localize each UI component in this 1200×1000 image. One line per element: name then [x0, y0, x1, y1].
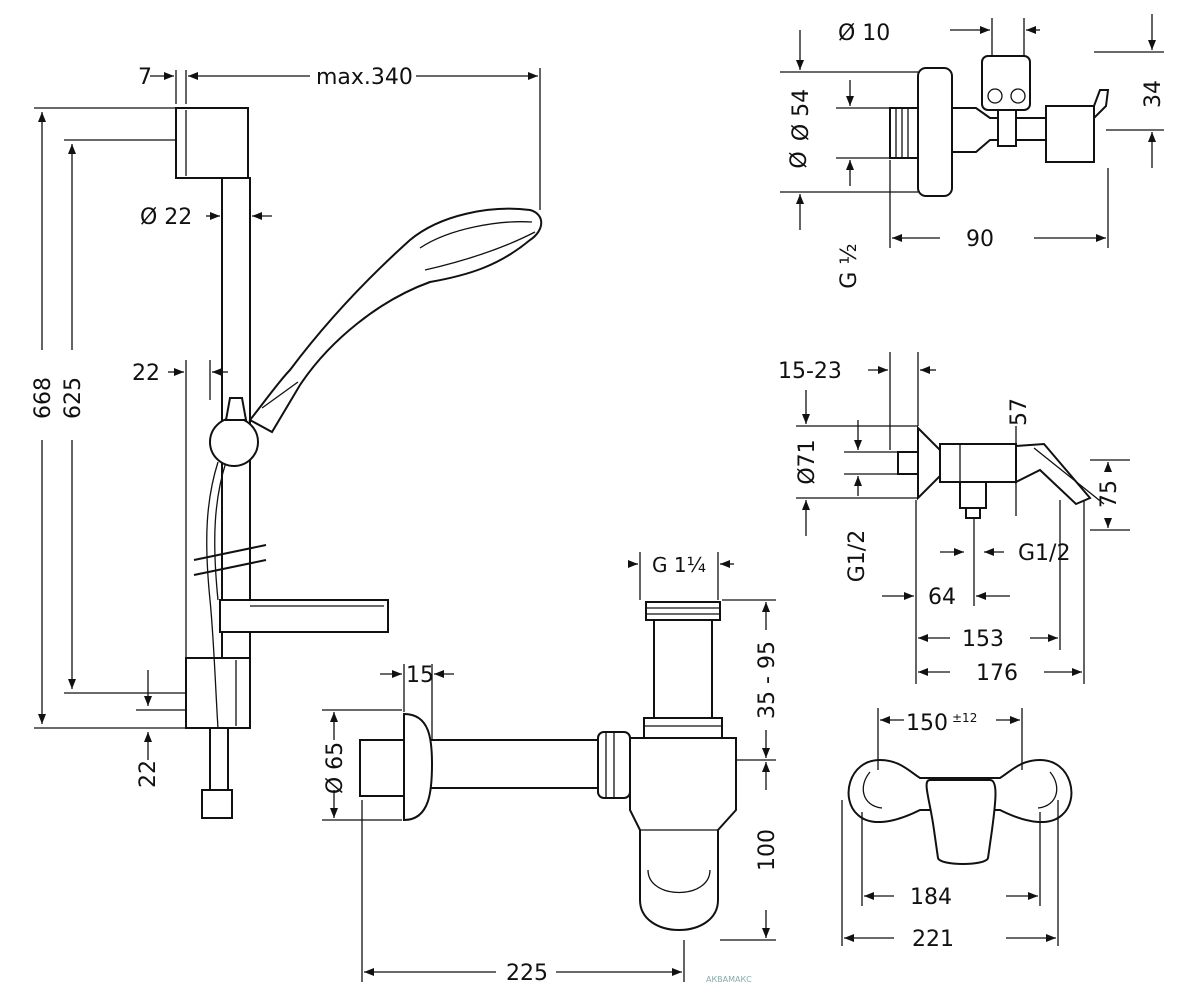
dim-mixer-thread-left: G1/2	[845, 530, 870, 582]
mixer-body	[939, 443, 1017, 483]
dim-valve-height: 34	[1141, 80, 1166, 108]
siphon-rosette	[403, 712, 434, 822]
dim-siphon-thread: G 1¼	[652, 553, 706, 577]
mixer-front-lever	[925, 779, 997, 865]
top-wall-bracket	[175, 107, 249, 179]
dim-bar-diameter: Ø 22	[140, 205, 192, 230]
valve-thread	[889, 107, 919, 159]
dim-mixer-depth-inner: 153	[962, 627, 1004, 652]
slider-knob	[209, 417, 259, 467]
dim-mixer-outer-width: 221	[912, 927, 954, 952]
dim-slider-offset: 22	[132, 361, 160, 386]
mixer-side-drawing: 15-23 Ø71 G1/2 57 75 G1/2 64 153	[778, 352, 1130, 686]
dim-mixer-wall-gap: 15-23	[778, 359, 842, 384]
dim-mount-spacing: 625	[61, 377, 86, 419]
dim-siphon-adjust: 35 - 95	[755, 641, 780, 719]
dim-max-reach: max.340	[316, 65, 413, 90]
dim-mixer-height: 75	[1097, 480, 1122, 508]
hose-connector	[201, 789, 233, 819]
mixer-rosette	[917, 425, 941, 501]
siphon-vertical-pipe	[653, 619, 713, 719]
dim-valve-length: 90	[966, 227, 994, 252]
watermark: АКВАМАКС	[706, 975, 752, 984]
dim-valve-outlet: Ø 10	[838, 21, 890, 46]
siphon-cup	[629, 737, 737, 931]
dim-siphon-flange: 15	[406, 663, 434, 688]
siphon-drawing: G 1¼ 15 Ø 65 35 - 95 100 225	[322, 552, 780, 986]
dim-valve-rosette: Ø 54	[789, 89, 814, 141]
shower-set-drawing: 7 max.340 Ø 22 22 668 625 22	[31, 65, 543, 819]
dim-valve-rosette-symbol: Ø	[787, 151, 812, 168]
dim-mixer-angle: 57	[1007, 398, 1032, 426]
dim-wall-offset: 7	[138, 65, 152, 90]
valve-outlet	[1045, 105, 1095, 163]
dim-valve-thread: G ½	[837, 243, 862, 288]
dim-total-height: 668	[31, 377, 56, 419]
dim-mixer-depth-outer: 176	[976, 661, 1018, 686]
dim-mixer-rosette: Ø71	[795, 439, 820, 484]
angle-valve-drawing: Ø 10 Ø 54 Ø G ½ 34 90	[780, 14, 1166, 289]
bottom-wall-bracket	[185, 657, 251, 729]
dim-mixer-inner-width: 184	[910, 885, 952, 910]
dim-bottom: 22	[136, 760, 161, 788]
siphon-top-thread	[645, 601, 721, 621]
dim-mixer-centers-tol: ±12	[952, 711, 977, 725]
hand-shower	[248, 207, 543, 434]
soap-dish	[219, 599, 389, 633]
valve-rosette	[917, 67, 953, 197]
siphon-wall-tube	[359, 739, 405, 797]
dim-mixer-spout: 64	[928, 585, 956, 610]
dim-siphon-length: 225	[506, 961, 548, 986]
dim-siphon-cup: 100	[755, 829, 780, 871]
dim-siphon-rosette: Ø 65	[323, 742, 348, 794]
dim-mixer-centers: 150	[906, 711, 948, 736]
mixer-front-drawing: 150 ±12 184 221	[841, 708, 1073, 952]
mixer-lever	[1015, 442, 1092, 506]
dim-mixer-thread-right: G1/2	[1018, 541, 1070, 566]
siphon-horizontal-pipe	[429, 739, 601, 789]
